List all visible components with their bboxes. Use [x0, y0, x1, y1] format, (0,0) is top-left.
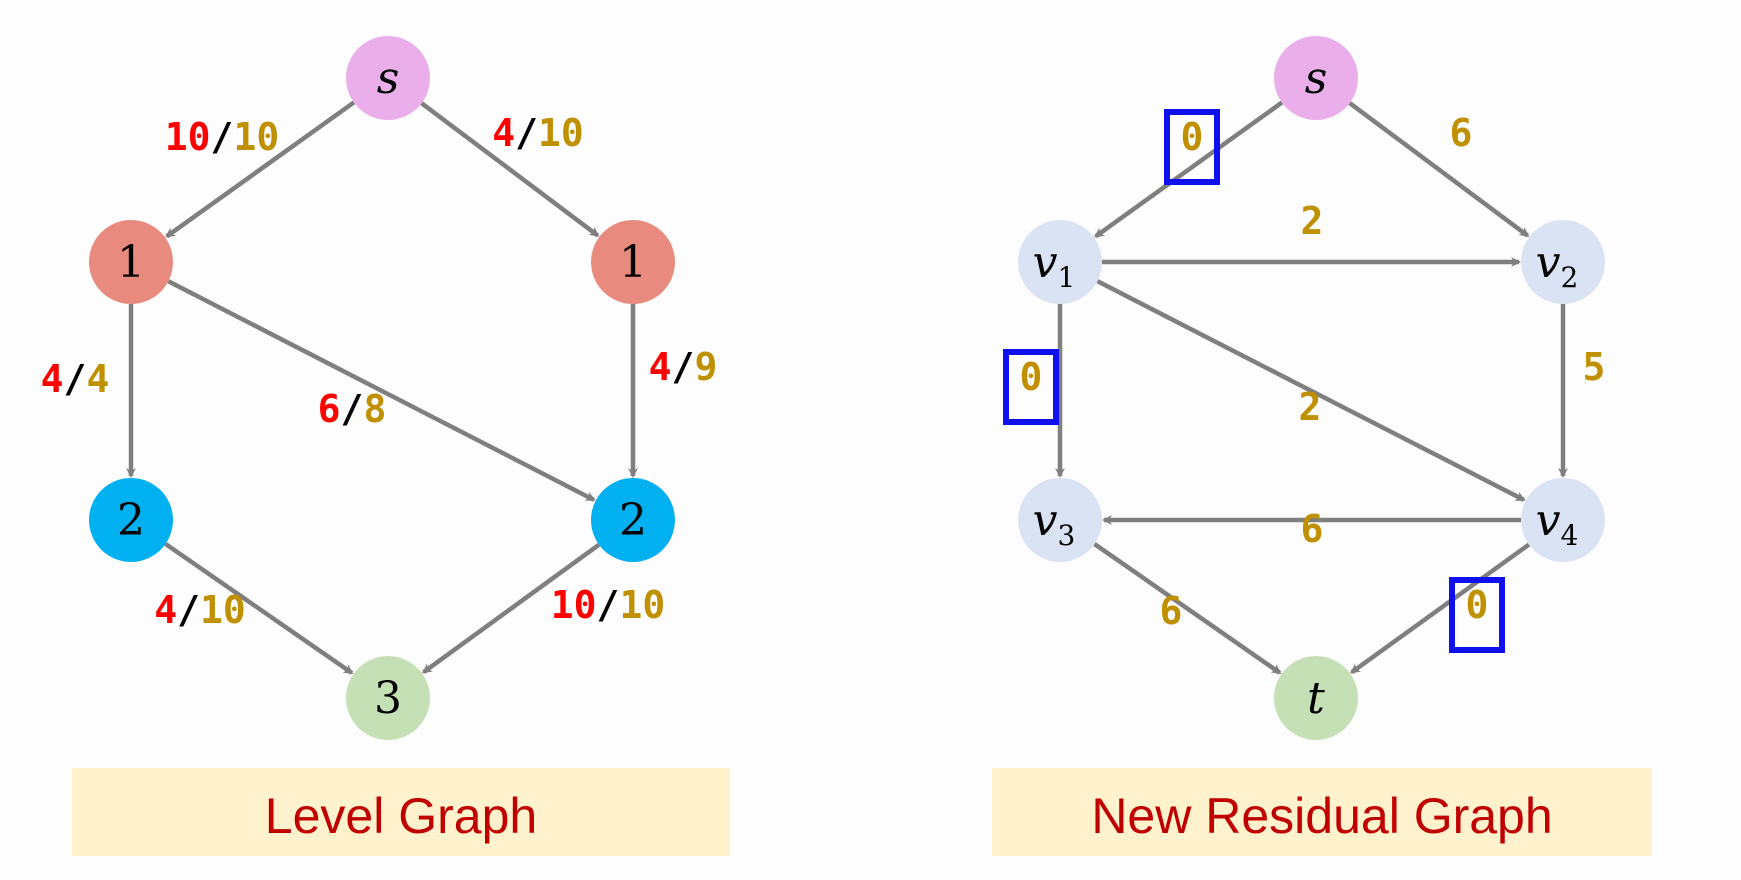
node-circle	[1018, 220, 1102, 304]
residual-edge-v4-t	[1350, 542, 1531, 675]
node-circle	[1018, 478, 1102, 562]
level-node-b1: 1	[591, 220, 675, 304]
level-graph-caption: Level Graph	[72, 768, 730, 856]
residual-edge-label-v3-t: 6	[1160, 589, 1183, 633]
node-label: s	[1305, 53, 1328, 104]
residual-graph-caption: New Residual Graph	[992, 768, 1652, 856]
node-circle	[89, 220, 173, 304]
level-edge-s-b1	[420, 101, 600, 238]
residual-graph-caption-box	[992, 768, 1652, 856]
residual-edge-label-v1-v2: 2	[1301, 199, 1324, 243]
level-edge-label-s-b1: 4/10	[492, 111, 584, 155]
residual-edge-label-s-v2: 6	[1450, 111, 1473, 155]
level-edge-label-a1-a2: 4/4	[41, 357, 110, 401]
node-label: 2	[619, 495, 647, 546]
residual-graph-edges: 0 6 2 0 2 5 6 6 0	[1003, 100, 1606, 675]
node-circle	[1521, 478, 1605, 562]
node-circle	[346, 36, 430, 120]
residual-node-v1: v1	[1018, 220, 1102, 304]
node-circle	[1521, 220, 1605, 304]
node-label: 3	[374, 673, 402, 724]
node-circle	[89, 478, 173, 562]
node-label: 1	[619, 237, 647, 288]
residual-edge-s-v2	[1348, 101, 1530, 238]
level-edge-s-a1	[165, 100, 356, 239]
level-edge-label-b2-t3: 10/10	[551, 583, 665, 627]
residual-node-v3: v3	[1018, 478, 1102, 562]
level-edge-b2-t3	[421, 542, 601, 674]
residual-node-t: t	[1274, 656, 1358, 740]
node-label: t	[1307, 673, 1325, 724]
level-node-a1: 1	[89, 220, 173, 304]
level-edge-label-a1-b2: 6/8	[318, 387, 387, 431]
level-graph-panel: 10/10 4/10 4/4 6/8 4/9 4/10 10/10 s 1 1 2 2 3 Level…	[41, 36, 730, 856]
node-circle	[591, 220, 675, 304]
residual-edge-label-v1-v3: 0	[1020, 355, 1043, 399]
residual-edge-s-v1	[1094, 100, 1284, 239]
level-graph-nodes: s 1 1 2 2 3	[89, 36, 675, 740]
residual-edge-label-v1-v4: 2	[1299, 385, 1322, 429]
level-node-t3: 3	[346, 656, 430, 740]
residual-graph-panel: 0 6 2 0 2 5 6 6 0 s v1 v2 v3 v4 t New Residual Graph	[992, 36, 1652, 856]
residual-graph-nodes: s v1 v2 v3 v4 t	[1018, 36, 1605, 740]
level-edge-a2-t3	[164, 542, 354, 675]
level-edge-label-b1-b2: 4/9	[649, 345, 718, 389]
level-edge-a1-b2	[167, 279, 596, 502]
highlight-box	[1449, 577, 1505, 653]
residual-graph-caption-text: New Residual Graph	[1091, 788, 1552, 844]
level-node-b2: 2	[591, 478, 675, 562]
highlight-box	[1164, 109, 1220, 185]
level-node-a2: 2	[89, 478, 173, 562]
level-graph-caption-text: Level Graph	[265, 788, 537, 844]
highlight-box	[1003, 349, 1059, 425]
node-circle	[346, 656, 430, 740]
level-node-s: s	[346, 36, 430, 120]
node-circle	[1274, 36, 1358, 120]
residual-edge-label-v4-v3: 6	[1301, 507, 1324, 551]
residual-edge-label-s-v1: 0	[1181, 115, 1204, 159]
node-label: 1	[117, 237, 145, 288]
node-circle	[591, 478, 675, 562]
node-circle	[1274, 656, 1358, 740]
node-label: 2	[117, 495, 145, 546]
residual-node-v4: v4	[1521, 478, 1605, 562]
residual-edge-v1-v4	[1096, 279, 1526, 502]
level-graph-caption-box	[72, 768, 730, 856]
level-graph-edges: 10/10 4/10 4/4 6/8 4/9 4/10 10/10	[41, 100, 718, 675]
level-edge-label-s-a1: 10/10	[165, 115, 279, 159]
node-label: v3	[1033, 495, 1076, 552]
residual-edge-v3-t	[1093, 542, 1282, 675]
level-edge-label-a2-t3: 4/10	[154, 588, 246, 632]
residual-edge-label-v4-t: 0	[1466, 583, 1489, 627]
residual-edge-label-v2-v4: 5	[1583, 345, 1606, 389]
residual-node-s: s	[1274, 36, 1358, 120]
residual-node-v2: v2	[1521, 220, 1605, 304]
node-label: s	[377, 53, 400, 104]
